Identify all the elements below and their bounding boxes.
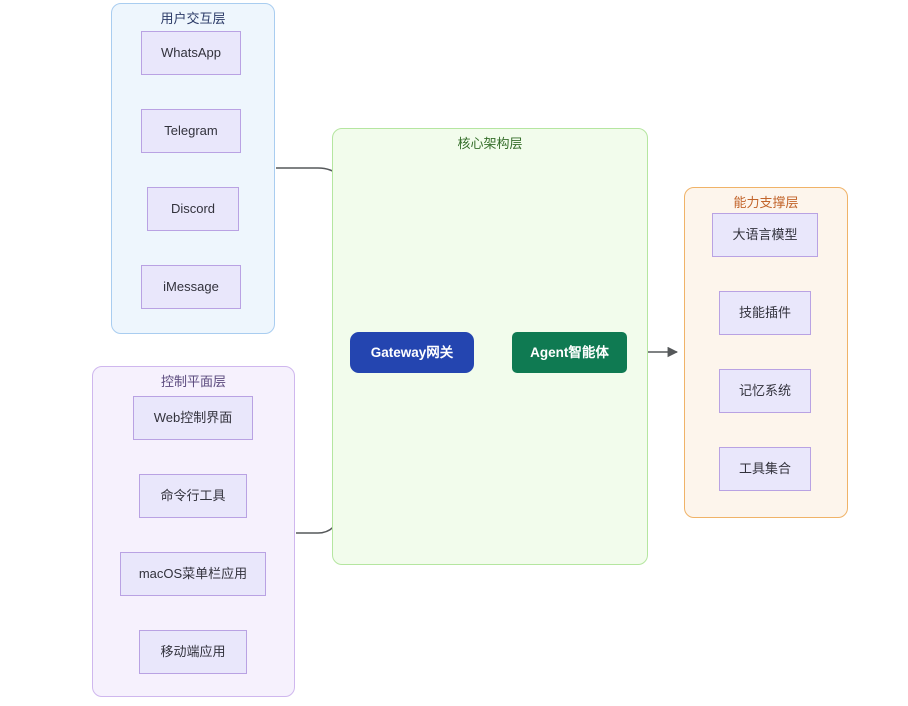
node-discord[interactable]: Discord	[147, 187, 239, 231]
node-telegram[interactable]: Telegram	[141, 109, 241, 153]
node-mobile-app[interactable]: 移动端应用	[139, 630, 247, 674]
node-llm[interactable]: 大语言模型	[712, 213, 818, 257]
subgraph-title-user-layer: 用户交互层	[160, 11, 226, 26]
node-macos-menubar[interactable]: macOS菜单栏应用	[120, 552, 266, 596]
node-memory-system[interactable]: 记忆系统	[719, 369, 811, 413]
node-whatsapp[interactable]: WhatsApp	[141, 31, 241, 75]
node-imessage[interactable]: iMessage	[141, 265, 241, 309]
node-toolset[interactable]: 工具集合	[719, 447, 811, 491]
node-skill-plugin[interactable]: 技能插件	[719, 291, 811, 335]
subgraph-title-capability-layer: 能力支撑层	[733, 195, 799, 210]
node-gateway[interactable]: Gateway网关	[350, 332, 474, 373]
subgraph-title-core-layer: 核心架构层	[457, 136, 523, 151]
node-agent[interactable]: Agent智能体	[512, 332, 627, 373]
subgraph-title-control-layer: 控制平面层	[160, 374, 226, 389]
node-web-ui[interactable]: Web控制界面	[133, 396, 253, 440]
node-cli[interactable]: 命令行工具	[139, 474, 247, 518]
